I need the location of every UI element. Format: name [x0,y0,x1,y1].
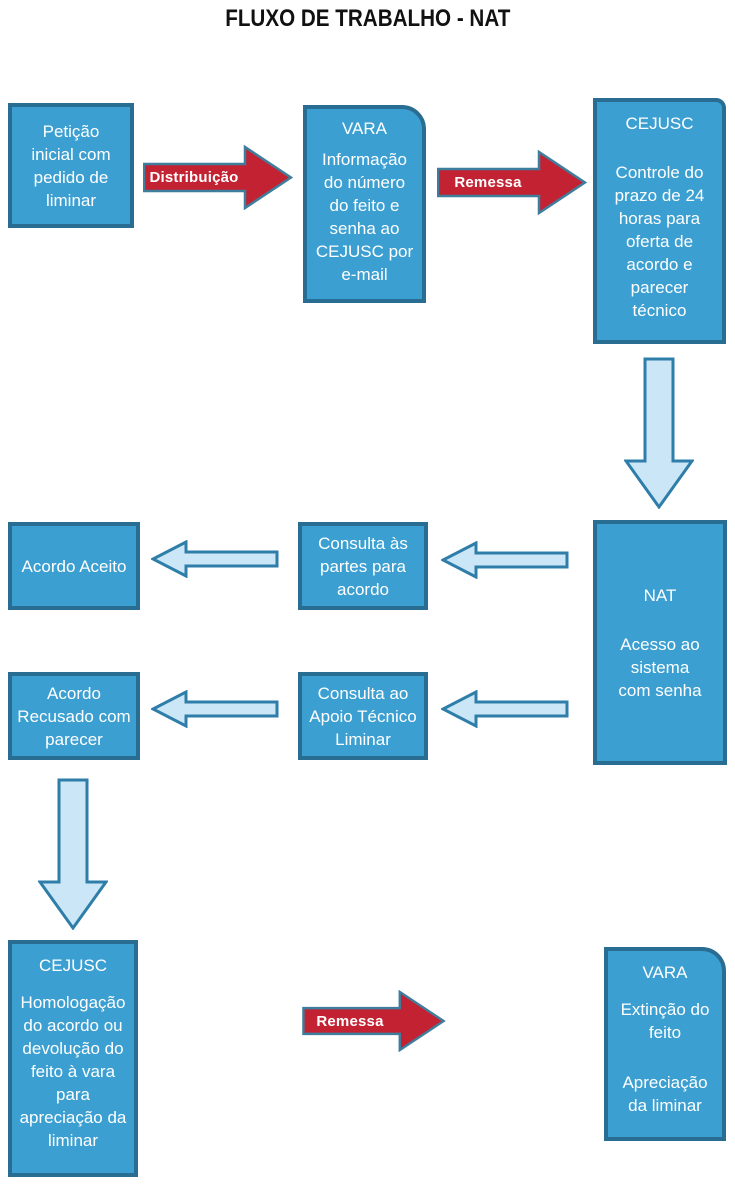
box-consulta-partes-body: Consulta às partes para acordo [318,533,408,599]
box-vara-top-body: Informação do número do feito e senha ao… [315,150,414,284]
box-nat-title: NAT [643,585,677,605]
box-peticao-inicial: Petição inicial com pedido de liminar [8,103,134,228]
box-acordo-recusado-body: Acordo Recusado com parecer [17,683,131,749]
box-peticao-body: Petição inicial com pedido de liminar [31,121,111,210]
right-arrow-icon [143,145,293,210]
left-arrow-icon [151,690,279,728]
box-vara-bottom-body2: Apreciação da liminar [622,1073,708,1115]
box-cejusc-bottom-title: CEJUSC [38,956,107,975]
page-title: FLUXO DE TRABALHO - NAT [0,5,735,33]
box-vara-top: VARA Informação do número do feito e sen… [303,105,426,303]
box-consulta-apoio: Consulta ao Apoio Técnico Liminar [298,672,428,760]
left-arrow-icon [441,541,569,579]
box-acordo-recusado: Acordo Recusado com parecer [8,672,140,760]
box-vara-bottom-title: VARA [642,963,688,982]
box-nat: NAT Acesso ao sistema com senha [593,520,727,765]
right-arrow-icon [437,150,587,215]
box-vara-bottom: VARA Extinção do feito Apreciação da lim… [604,947,726,1141]
connector-nat-to-consulta-apoio [441,690,569,728]
box-vara-top-title: VARA [341,119,388,138]
connector-remessa-bottom: Remessa [300,990,448,1052]
connector-cejusc-to-nat [624,357,694,509]
box-consulta-apoio-body: Consulta ao Apoio Técnico Liminar [309,683,417,749]
box-acordo-aceito: Acordo Aceito [8,522,140,610]
right-arrow-icon [302,990,446,1052]
connector-consulta-apoio-to-acordo-recusado [151,690,279,728]
connector-remessa-bottom-label: Remessa [316,1012,384,1030]
box-cejusc-top: CEJUSC Controle do prazo de 24 horas par… [593,98,726,344]
down-arrow-icon [624,357,694,509]
box-consulta-partes: Consulta às partes para acordo [298,522,428,610]
left-arrow-icon [441,690,569,728]
box-nat-body: Acesso ao sistema com senha [618,634,702,700]
connector-distribuicao-label: Distribuição [149,169,239,186]
left-arrow-icon [151,540,279,578]
down-arrow-icon [38,778,108,930]
connector-nat-to-consulta-partes [441,541,569,579]
connector-distribuicao: Distribuição [143,145,293,210]
box-cejusc-bottom-body: Homologação do acordo ou devolução do fe… [19,993,127,1150]
box-cejusc-top-title: CEJUSC [625,114,694,133]
page-title-text: FLUXO DE TRABALHO - NAT [224,5,511,32]
connector-recusado-to-cejusc [38,778,108,930]
box-cejusc-bottom: CEJUSC Homologação do acordo ou devoluçã… [8,940,138,1177]
connector-remessa-top-label: Remessa [454,174,522,191]
connector-remessa-top: Remessa [437,150,587,215]
box-vara-bottom-body1: Extinção do feito [620,1000,710,1042]
box-cejusc-top-body: Controle do prazo de 24 horas para ofert… [614,163,705,320]
connector-consulta-partes-to-acordo-aceito [151,540,279,578]
box-acordo-aceito-body: Acordo Aceito [21,556,127,576]
